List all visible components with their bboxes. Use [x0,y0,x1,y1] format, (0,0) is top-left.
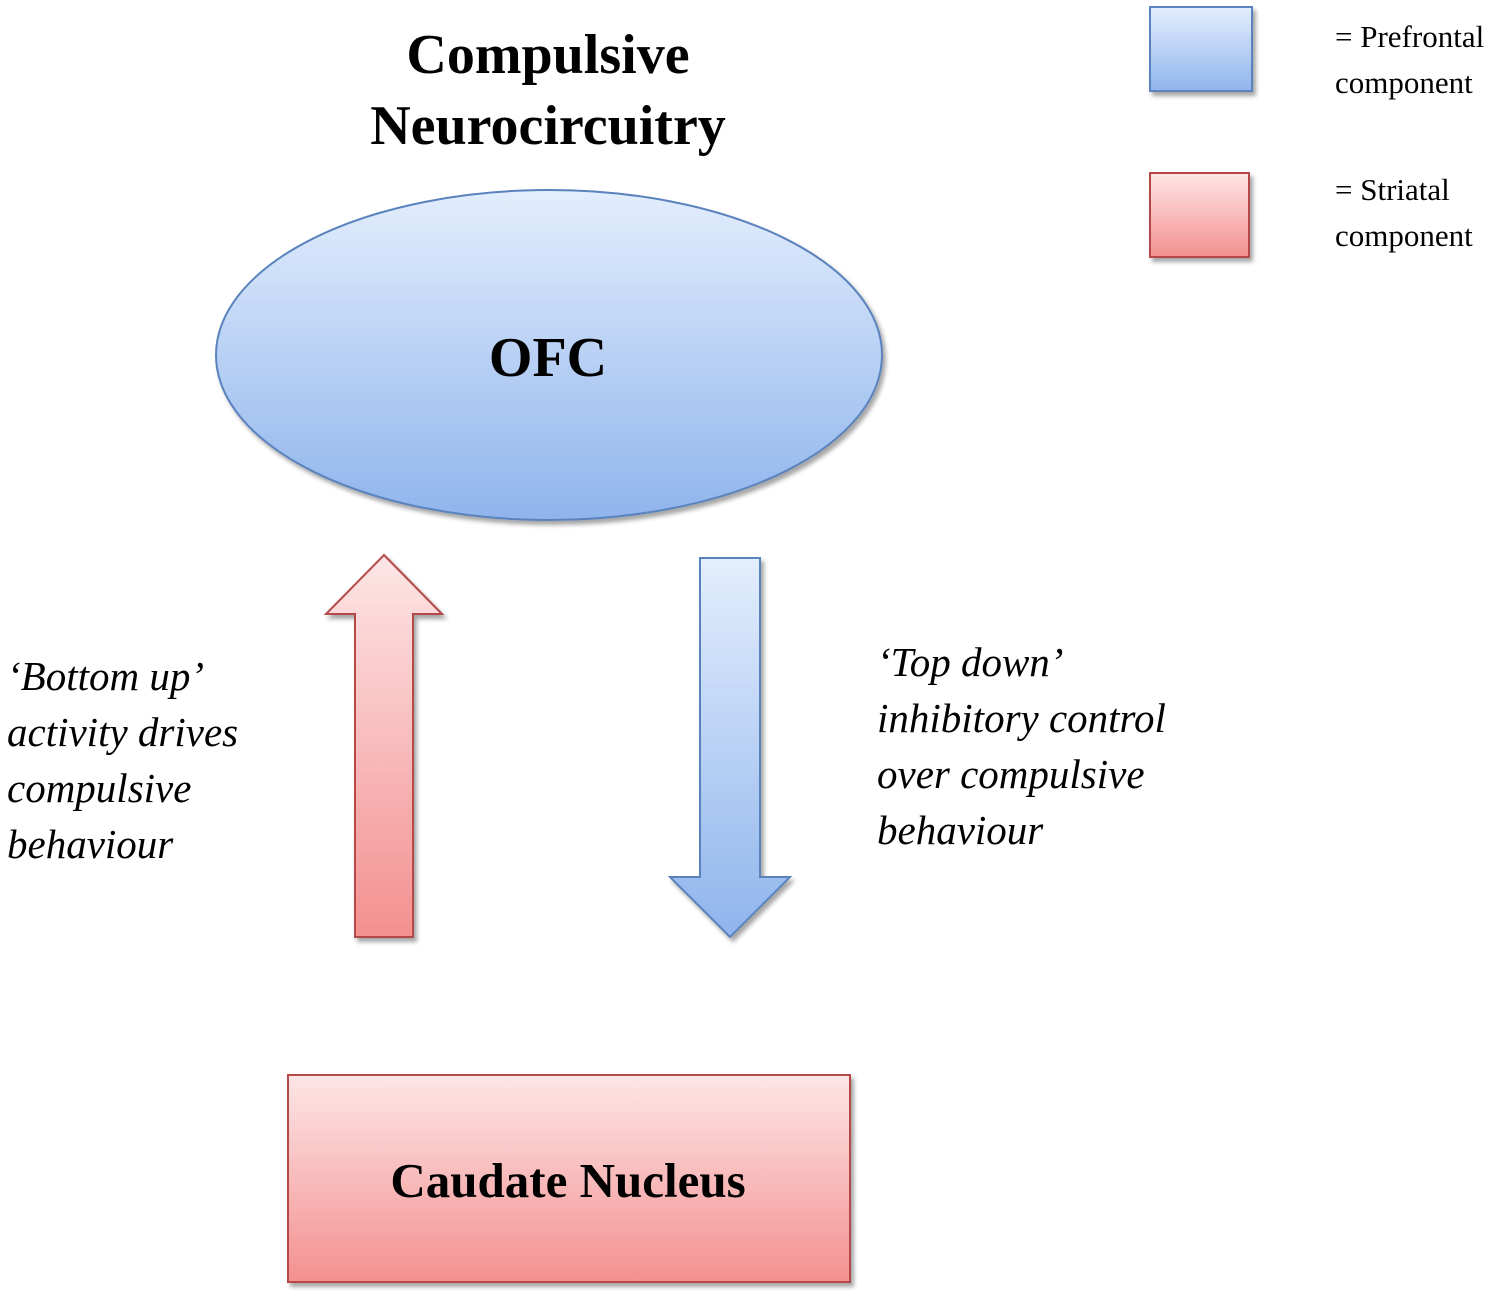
top-down-line-2: inhibitory control [877,695,1166,741]
legend-label-prefrontal-line-2: component [1335,65,1473,100]
legend-swatch-prefrontal [1149,6,1253,92]
top-down-line-3: over compulsive [877,751,1145,797]
bottom-up-line-2: activity drives [7,709,238,755]
top-down-description: ‘Top down’ inhibitory control over compu… [877,639,1166,853]
bottom-up-line-1: ‘Bottom up’ [7,653,204,699]
legend-label-striatal-line-1: = Striatal [1335,172,1450,207]
legend: = Prefrontal component = Striatal compon… [1149,6,1484,258]
legend-label-prefrontal-line-1: = Prefrontal [1335,19,1484,54]
legend-swatch-striatal [1149,172,1250,258]
ofc-node: OFC [215,189,883,521]
bottom-up-arrow [323,553,445,938]
caudate-nucleus-box [287,1074,851,1283]
ofc-label: OFC [489,327,607,389]
ofc-ellipse [215,189,883,521]
bottom-up-description: ‘Bottom up’ activity drives compulsive b… [7,653,238,867]
bottom-up-line-3: compulsive [7,765,191,811]
caudate-nucleus-label: Caudate Nucleus [390,1153,745,1208]
diagram-title-line-2: Neurocircuitry [370,95,726,157]
top-down-line-4: behaviour [877,807,1044,853]
legend-label-striatal-line-2: component [1335,218,1473,253]
diagram-title-line-1: Compulsive [406,24,689,86]
top-down-line-1: ‘Top down’ [877,639,1063,685]
top-down-arrow [667,557,793,939]
caudate-nucleus-node: Caudate Nucleus [287,1074,851,1283]
bottom-up-line-4: behaviour [7,821,174,867]
